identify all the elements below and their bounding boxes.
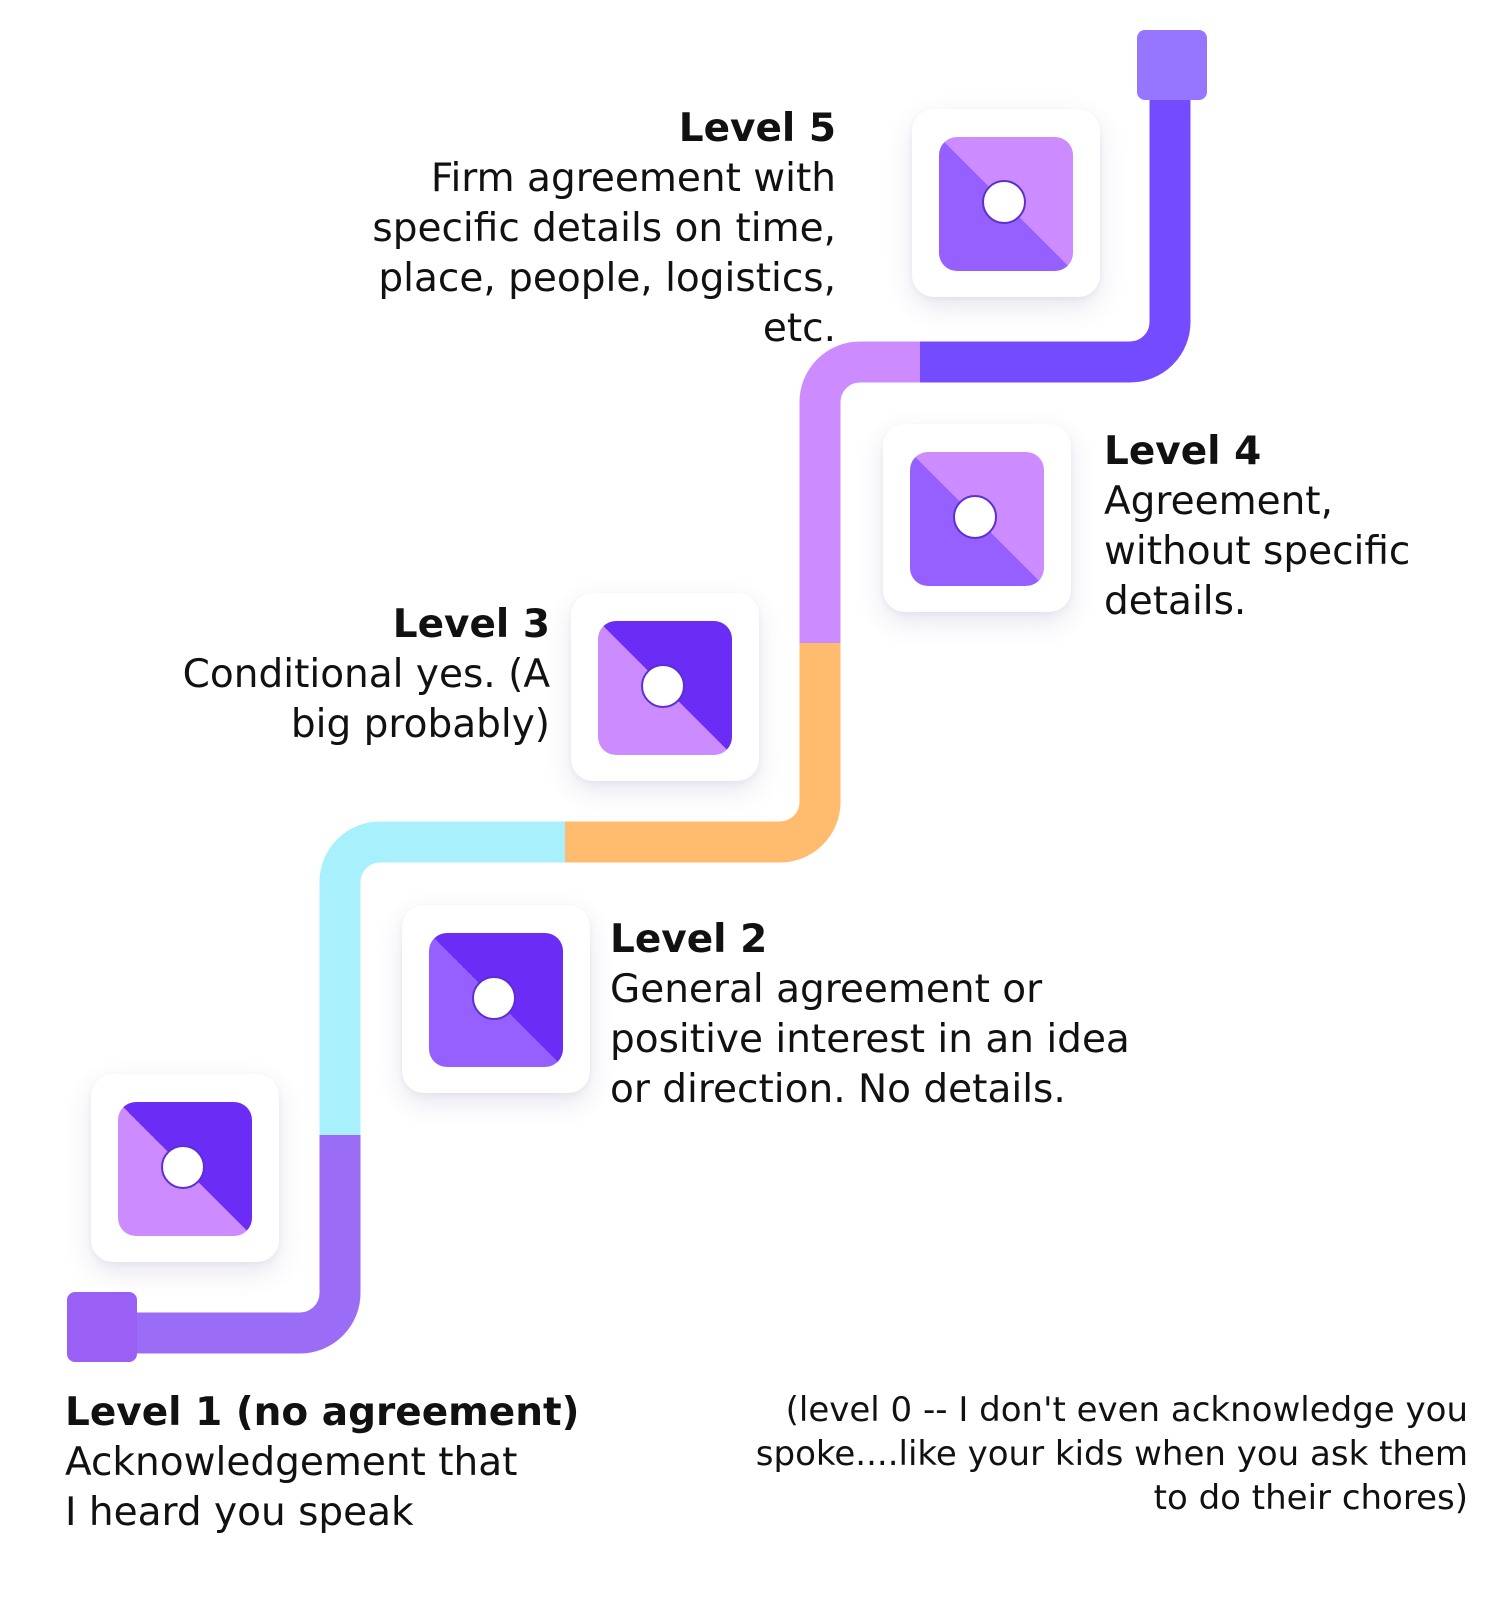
path-segment-top (920, 75, 1191, 383)
level3-title: Level 3 (392, 602, 550, 647)
icon-dot (641, 664, 685, 708)
level5-title: Level 5 (678, 106, 836, 151)
level2-desc-line: General agreement or (610, 967, 1043, 1012)
level1-text: Level 1 (no agreement) Acknowledgement t… (65, 1388, 625, 1538)
path-segment-bottom (100, 1135, 361, 1354)
level2-text: Level 2 General agreement or positive in… (610, 915, 1230, 1115)
level2-desc-line: positive interest in an idea (610, 1017, 1130, 1062)
level5-desc-line: specific details on time, (372, 206, 836, 251)
note-line: spoke....like your kids when you ask the… (755, 1434, 1468, 1474)
diagonal-square-icon (118, 1102, 252, 1236)
path-start-cap (67, 1292, 137, 1362)
level3-desc-line: big probably) (290, 702, 550, 747)
diagonal-square-icon (598, 621, 732, 755)
diagonal-square-icon (939, 137, 1073, 271)
level0-note: (level 0 -- I don't even acknowledge you… (678, 1388, 1468, 1520)
diagonal-square-icon (429, 933, 563, 1067)
level5-desc-line: place, people, logistics, (378, 256, 836, 301)
level3-text: Level 3 Conditional yes. (A big probably… (110, 600, 550, 750)
icon-dot (982, 180, 1026, 224)
level5-card (912, 109, 1100, 297)
level3-card (571, 593, 759, 781)
level4-desc-line: Agreement, (1104, 479, 1333, 524)
path-end-cap (1137, 30, 1207, 100)
level4-desc-line: details. (1104, 579, 1247, 624)
level3-desc-line: Conditional yes. (A (182, 652, 550, 697)
icon-dot (953, 495, 997, 539)
path-segment-cyan (319, 821, 565, 1135)
level4-desc-line: without specific (1104, 529, 1411, 574)
path-segment-orange (565, 643, 841, 863)
note-line: (level 0 -- I don't even acknowledge you (785, 1390, 1468, 1430)
level5-desc-line: etc. (762, 306, 836, 351)
level1-card (91, 1074, 279, 1262)
level1-desc-line: I heard you speak (65, 1490, 414, 1535)
note-line: to do their chores) (1153, 1478, 1468, 1518)
level5-desc-line: Firm agreement with (430, 156, 836, 201)
level2-title: Level 2 (610, 917, 768, 962)
level4-title: Level 4 (1104, 429, 1262, 474)
icon-dot (472, 976, 516, 1020)
path-segment-lilac (799, 341, 920, 643)
level1-title: Level 1 (no agreement) (65, 1390, 580, 1435)
level2-card (402, 905, 590, 1093)
level2-desc-line: or direction. No details. (610, 1067, 1066, 1112)
icon-dot (161, 1145, 205, 1189)
diagonal-square-icon (910, 452, 1044, 586)
level1-desc-line: Acknowledgement that (65, 1440, 518, 1485)
level4-text: Level 4 Agreement, without specific deta… (1104, 427, 1494, 627)
level5-text: Level 5 Firm agreement with specific det… (276, 104, 836, 354)
level4-card (883, 424, 1071, 612)
